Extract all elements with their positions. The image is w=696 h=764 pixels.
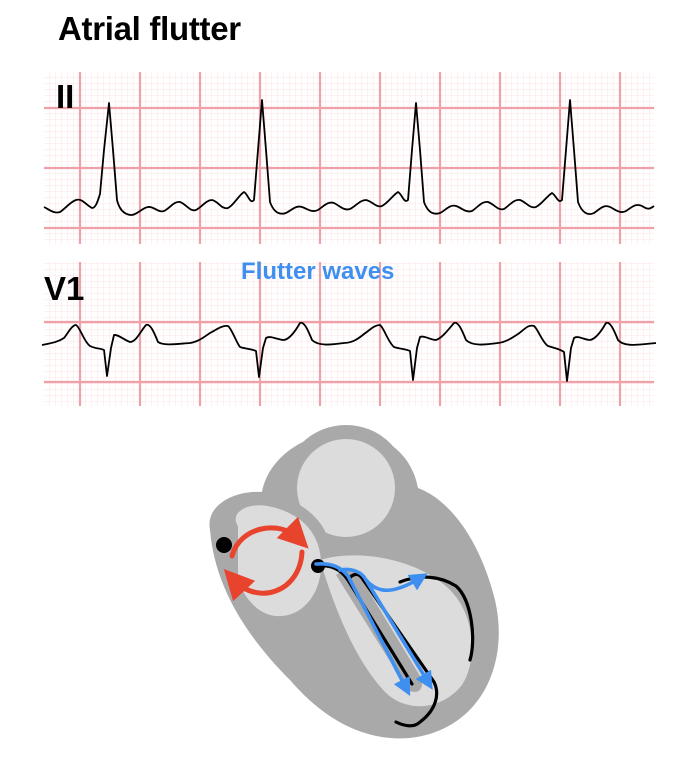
lead-v1-grid [44, 262, 654, 406]
conduction-arrow-left-bundle [314, 562, 411, 696]
conduction-arrow-branch [364, 573, 428, 592]
lead-ii-label: II [56, 78, 75, 115]
reentry-arrow-bottom [223, 549, 305, 602]
left-bundle-path [346, 572, 439, 728]
flutter-waves-label: Flutter waves [241, 258, 395, 285]
lead-ii-grid [44, 72, 654, 244]
sa-node [216, 537, 232, 553]
figure-title: Atrial flutter [58, 10, 241, 47]
lead-v1-label: V1 [44, 270, 85, 307]
lead-ii-trace [43, 99, 655, 216]
great-vessel [283, 425, 409, 551]
heart-diagram [209, 425, 499, 739]
right-atrium [223, 493, 334, 629]
av-node [311, 559, 325, 573]
lead-v1-trace [41, 321, 657, 382]
reentry-arrow-top [229, 516, 309, 559]
